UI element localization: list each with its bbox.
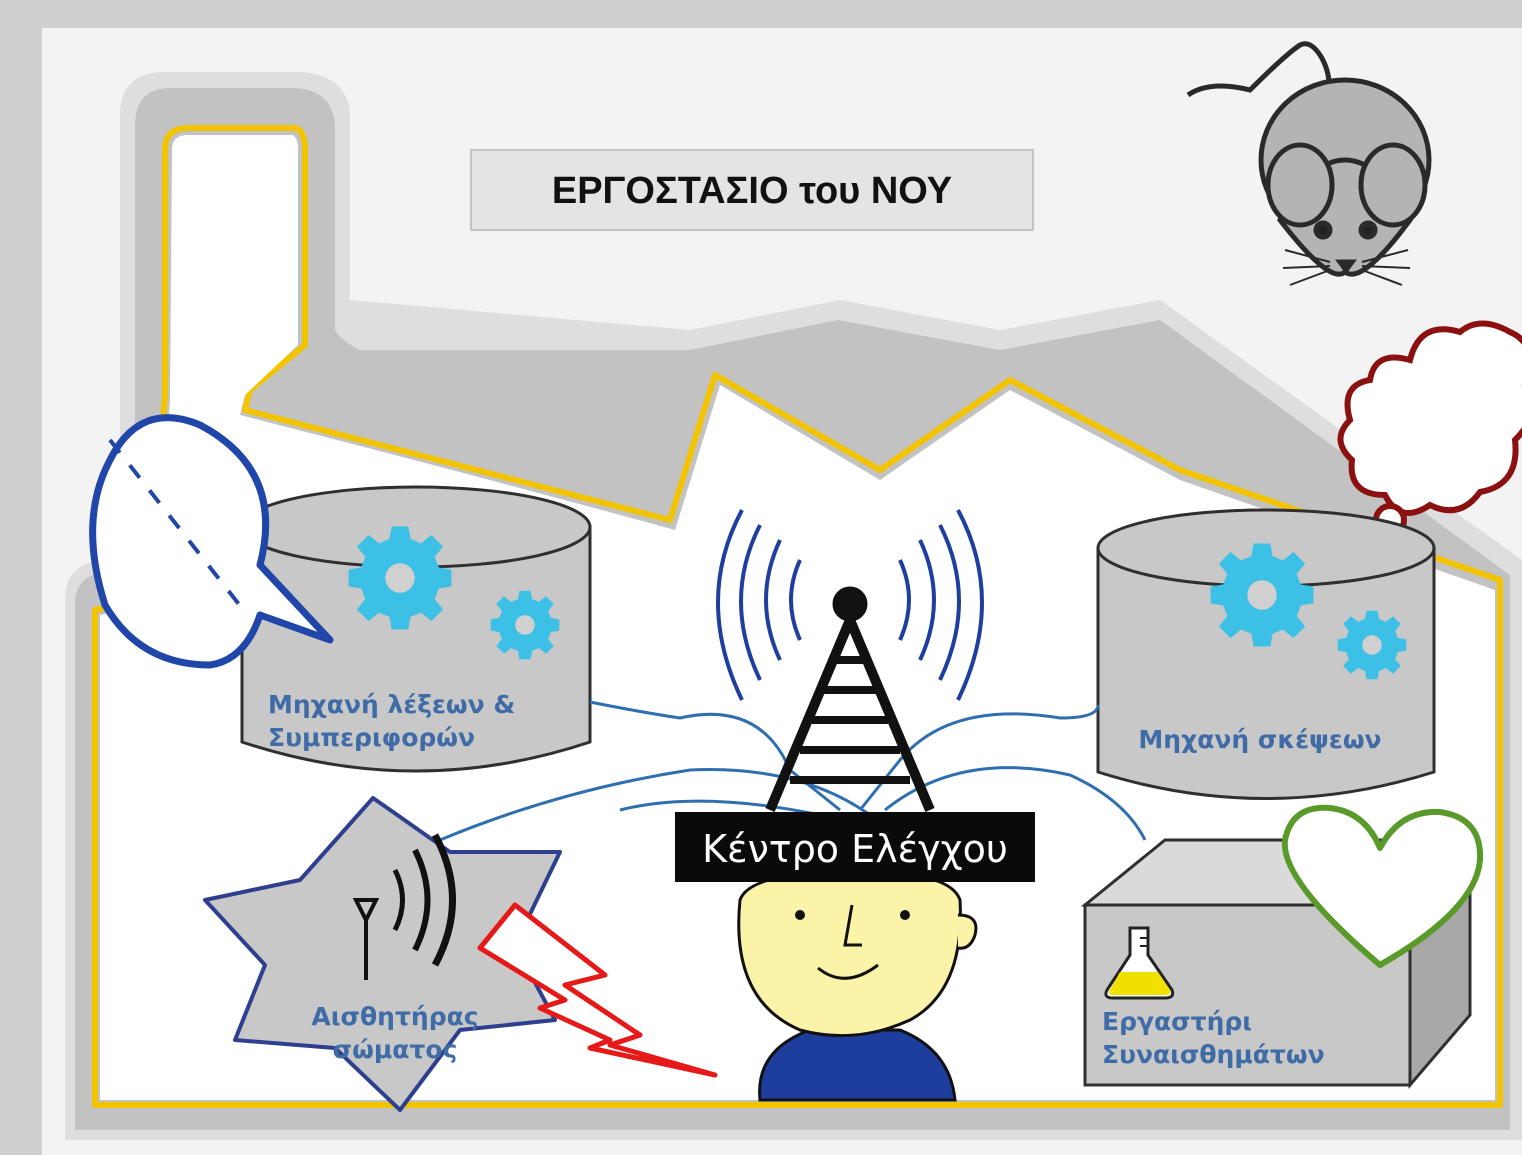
gear-icon bbox=[490, 590, 560, 660]
words-engine-label: Συμπεριφορών bbox=[268, 723, 475, 752]
gear-icon bbox=[1337, 610, 1407, 680]
person-icon bbox=[737, 870, 978, 1102]
connection-wires bbox=[439, 700, 1147, 842]
speech-bubble-icon bbox=[89, 414, 334, 669]
words-engine-cylinder: Μηχανή λέξεων & Συμπεριφορών bbox=[240, 485, 592, 773]
gear-icon bbox=[348, 526, 452, 630]
body-sensor-label: σώματος bbox=[333, 1035, 458, 1064]
heart-icon bbox=[1281, 804, 1484, 968]
gear-icon bbox=[1210, 543, 1314, 647]
control-center-label: Κέντρο Ελέγχου bbox=[702, 827, 1008, 871]
emotions-lab-label: Εργαστήρι bbox=[1102, 1007, 1252, 1036]
antenna-tower-icon bbox=[765, 586, 935, 812]
body-sensor-star: Αισθητήρας σώματος bbox=[203, 796, 562, 1112]
words-engine-label: Μηχανή λέξεων & bbox=[268, 690, 515, 719]
lightning-bolt-icon bbox=[477, 902, 718, 1078]
thoughts-engine-label: Μηχανή σκέψεων bbox=[1138, 725, 1381, 754]
mouse-icon bbox=[1186, 41, 1432, 286]
page-title: ΕΡΓΟΣΤΑΣΙΟ του ΝΟΥ bbox=[552, 170, 952, 212]
title-box: ΕΡΓΟΣΤΑΣΙΟ του ΝΟΥ bbox=[470, 149, 1034, 231]
body-sensor-label: Αισθητήρας bbox=[311, 1002, 478, 1031]
emotions-lab-label: Συναισθημάτων bbox=[1102, 1040, 1325, 1069]
sensor-antenna-icon bbox=[352, 833, 456, 980]
flask-icon bbox=[1104, 926, 1175, 1000]
thoughts-engine-cylinder: Μηχανή σκέψεων bbox=[1096, 508, 1436, 800]
control-center-box: Κέντρο Ελέγχου bbox=[675, 812, 1035, 882]
signal-waves-icon bbox=[716, 509, 984, 701]
